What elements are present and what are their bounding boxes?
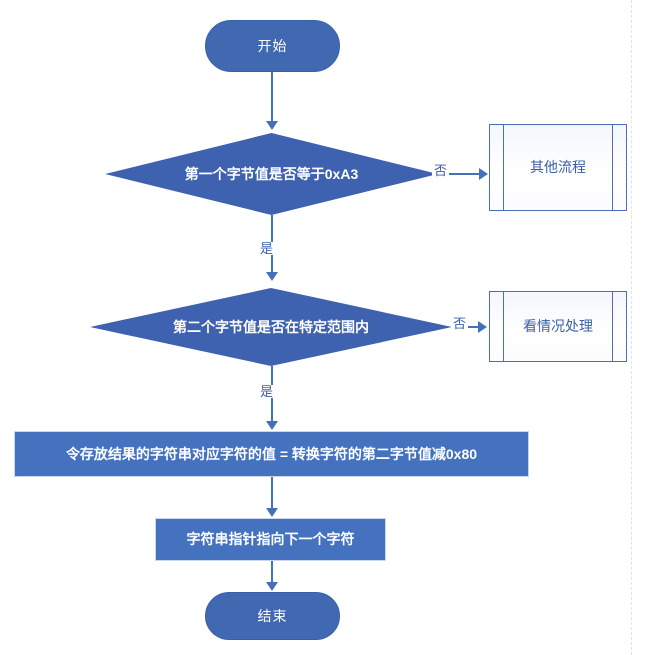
node-advance-pointer-label: 字符串指针指向下一个字符 [186, 531, 355, 548]
connector-decision1-no [438, 173, 482, 175]
node-start[interactable]: 开始 [205, 20, 340, 72]
node-end-label: 结束 [257, 607, 288, 624]
page-boundary-guide [631, 0, 632, 655]
arrowhead-assign-to-advance [266, 508, 278, 517]
node-case-process-label: 看情况处理 [523, 318, 593, 335]
connector-assign-to-advance [271, 477, 273, 509]
arrowhead-advance-to-end [266, 582, 278, 591]
node-advance-pointer[interactable]: 字符串指针指向下一个字符 [155, 518, 386, 561]
node-case-process[interactable]: 看情况处理 [489, 291, 627, 362]
arrowhead-decision2-no [478, 321, 487, 333]
diamond-shape-icon [105, 133, 438, 215]
arrowhead-decision1-no [479, 168, 488, 180]
arrowhead-decision1-yes [266, 272, 278, 281]
arrowhead-start-to-decision1 [266, 121, 278, 130]
edge-label-decision1-yes: 是 [258, 241, 276, 256]
arrowhead-decision2-yes [266, 421, 278, 430]
node-other-process-label: 其他流程 [530, 159, 586, 176]
edge-label-decision2-no: 否 [451, 316, 469, 331]
node-other-process[interactable]: 其他流程 [489, 124, 627, 211]
connector-advance-to-end [271, 561, 273, 583]
node-assign-result-char-label: 令存放结果的字符串对应字符的值 = 转换字符的第二字节值减0x80 [65, 445, 478, 462]
connector-start-to-decision1 [271, 72, 273, 122]
node-decision-second-byte[interactable]: 第二个字节值是否在特定范围内 [90, 288, 452, 366]
node-assign-result-char[interactable]: 令存放结果的字符串对应字符的值 = 转换字符的第二字节值减0x80 [14, 431, 529, 477]
node-start-label: 开始 [257, 37, 288, 54]
node-decision-first-byte[interactable]: 第一个字节值是否等于0xA3 [105, 133, 438, 215]
node-end[interactable]: 结束 [205, 592, 340, 640]
edge-label-decision1-no: 否 [432, 163, 450, 178]
diamond-shape-icon [90, 288, 452, 366]
edge-label-decision2-yes: 是 [258, 384, 276, 399]
